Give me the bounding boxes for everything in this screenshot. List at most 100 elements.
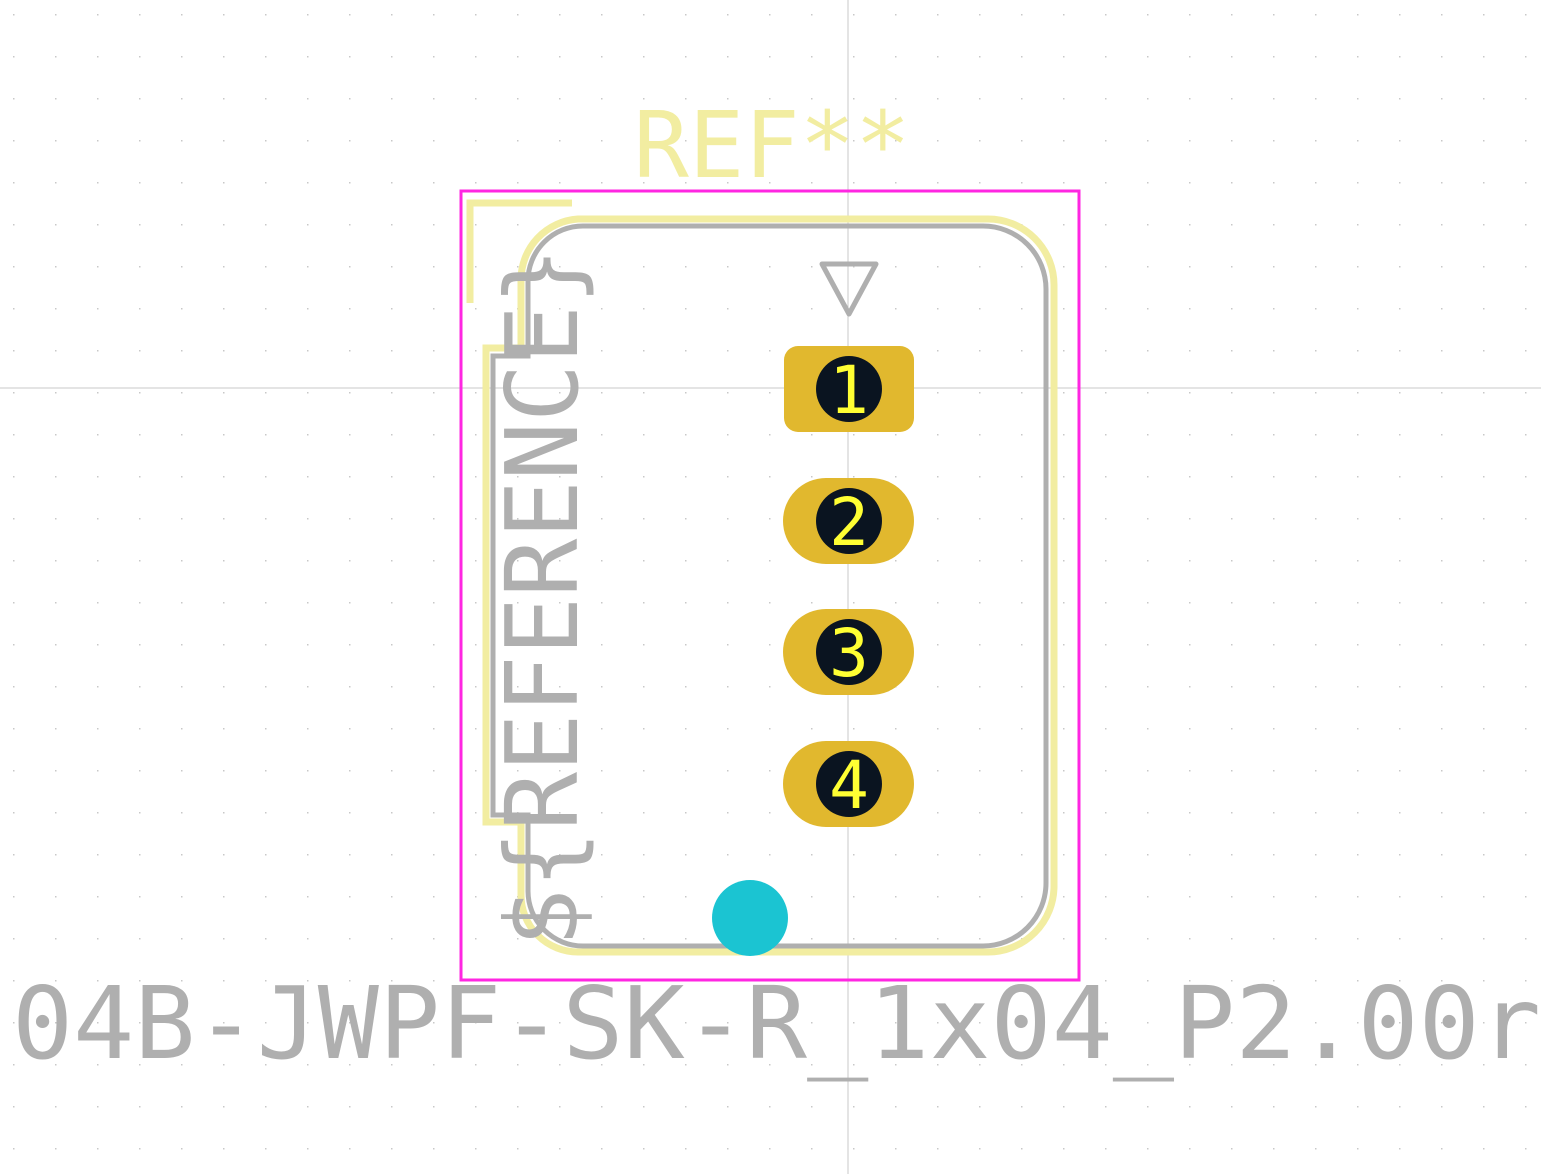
grid-dot [1189, 224, 1191, 226]
grid-dot [895, 602, 897, 604]
grid-dot [811, 938, 813, 940]
grid-dot [97, 518, 99, 520]
grid-dot [181, 1022, 183, 1024]
grid-dot [1483, 812, 1485, 814]
grid-dot [223, 350, 225, 352]
grid-dot [1441, 980, 1443, 982]
grid-dot [1315, 560, 1317, 562]
grid-dot [1021, 602, 1023, 604]
grid-dot [475, 392, 477, 394]
grid-dot [727, 728, 729, 730]
grid-dot [1147, 266, 1149, 268]
grid-dot [811, 1064, 813, 1066]
grid-dot [1525, 854, 1527, 856]
grid-dot [55, 266, 57, 268]
grid-dot [55, 896, 57, 898]
grid-dot [1063, 896, 1065, 898]
grid-dot [391, 56, 393, 58]
grid-dot [559, 560, 561, 562]
grid-dot [979, 392, 981, 394]
grid-dot [223, 392, 225, 394]
grid-dot [1483, 266, 1485, 268]
grid-dot [1399, 224, 1401, 226]
grid-dot [475, 350, 477, 352]
grid-dot [265, 98, 267, 100]
grid-dot [433, 770, 435, 772]
grid-dot [139, 1064, 141, 1066]
grid-dot [685, 1064, 687, 1066]
grid-dot [685, 182, 687, 184]
grid-dot [895, 1022, 897, 1024]
grid-dot [55, 980, 57, 982]
grid-dot [937, 518, 939, 520]
grid-dot [1021, 896, 1023, 898]
grid-dot [937, 644, 939, 646]
grid-dot [769, 140, 771, 142]
grid-dot [1525, 980, 1527, 982]
grid-dot [139, 224, 141, 226]
grid-dot [1399, 686, 1401, 688]
grid-dot [265, 224, 267, 226]
grid-dot [265, 644, 267, 646]
grid-dot [601, 896, 603, 898]
grid-dot [643, 854, 645, 856]
grid-dot [895, 266, 897, 268]
grid-dot [1021, 98, 1023, 100]
pad-1-drill [816, 356, 882, 422]
grid-dot [349, 56, 351, 58]
grid-dot [349, 518, 351, 520]
grid-dot [853, 1064, 855, 1066]
grid-dot [181, 266, 183, 268]
grid-dot [1525, 518, 1527, 520]
grid-dot [391, 938, 393, 940]
grid-dot [979, 560, 981, 562]
grid-dot [937, 182, 939, 184]
grid-dot [643, 812, 645, 814]
grid-dot [1399, 854, 1401, 856]
grid-dot [643, 728, 645, 730]
grid-dot [391, 980, 393, 982]
grid-dot [643, 896, 645, 898]
grid-dot [559, 602, 561, 604]
grid-dot [55, 518, 57, 520]
grid-dot [97, 14, 99, 16]
grid-dot [55, 854, 57, 856]
fabrication-outline [490, 223, 1049, 949]
grid-dot [643, 350, 645, 352]
grid-dot [1315, 896, 1317, 898]
grid-dot [475, 14, 477, 16]
grid-dot [475, 896, 477, 898]
grid-dot [1147, 770, 1149, 772]
grid-dot [1147, 434, 1149, 436]
grid-dot [475, 644, 477, 646]
grid-dot [55, 434, 57, 436]
grid-dot [223, 728, 225, 730]
grid-dot [601, 938, 603, 940]
grid-dot [55, 728, 57, 730]
grid-dot [1231, 812, 1233, 814]
grid-dot [1189, 644, 1191, 646]
grid-dot [265, 140, 267, 142]
grid-dot [433, 728, 435, 730]
grid-dot [1357, 644, 1359, 646]
grid-dot [97, 308, 99, 310]
grid-dot [1315, 518, 1317, 520]
grid-dot [1189, 1106, 1191, 1108]
grid-dot [139, 434, 141, 436]
grid-dot [349, 308, 351, 310]
grid-dot [1231, 728, 1233, 730]
grid-dot [349, 1106, 351, 1108]
grid-dot [349, 980, 351, 982]
grid-dot [1357, 1022, 1359, 1024]
grid-dot [475, 518, 477, 520]
grid-dot [97, 1064, 99, 1066]
grid-dot [181, 476, 183, 478]
grid-dot [307, 308, 309, 310]
grid-dot [1063, 560, 1065, 562]
grid-dot [601, 518, 603, 520]
grid-dot [433, 434, 435, 436]
grid-dot [979, 686, 981, 688]
grid-dot [1231, 392, 1233, 394]
grid-dot [979, 476, 981, 478]
grid-dot [1399, 1022, 1401, 1024]
